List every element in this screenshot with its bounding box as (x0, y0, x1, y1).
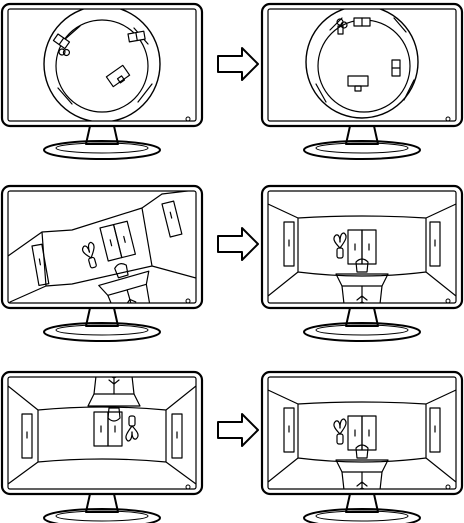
row3-after-monitor (262, 372, 462, 523)
row1-after-monitor (262, 4, 462, 159)
desk-icon (95, 257, 157, 315)
row3-arrow (218, 414, 258, 446)
arrow-right-icon (218, 228, 258, 260)
upright-room-2 (268, 204, 456, 304)
desk-icon (88, 376, 140, 421)
tilted-room (8, 190, 196, 314)
arrow-right-icon (218, 414, 258, 446)
monitor-icon (2, 186, 202, 341)
plant-icon (81, 242, 100, 269)
door-icon (100, 221, 135, 261)
row2-before-monitor (2, 186, 202, 341)
desk-icon (336, 259, 388, 304)
upright-room-3 (268, 390, 456, 490)
arrow-right-icon (218, 48, 258, 80)
fisheye-room (44, 6, 160, 122)
monitor-icon (2, 4, 202, 159)
row1-before-monitor (2, 4, 202, 159)
row3-before-monitor (2, 372, 202, 523)
row1-arrow (218, 48, 258, 80)
row2-after-monitor (262, 186, 462, 341)
plant-icon (334, 233, 346, 258)
plant-icon (334, 419, 346, 444)
inverted-room (8, 376, 196, 484)
plant-icon (126, 416, 138, 441)
desk-icon (336, 445, 388, 490)
row2-arrow (218, 228, 258, 260)
corrected-room-top (306, 6, 418, 118)
